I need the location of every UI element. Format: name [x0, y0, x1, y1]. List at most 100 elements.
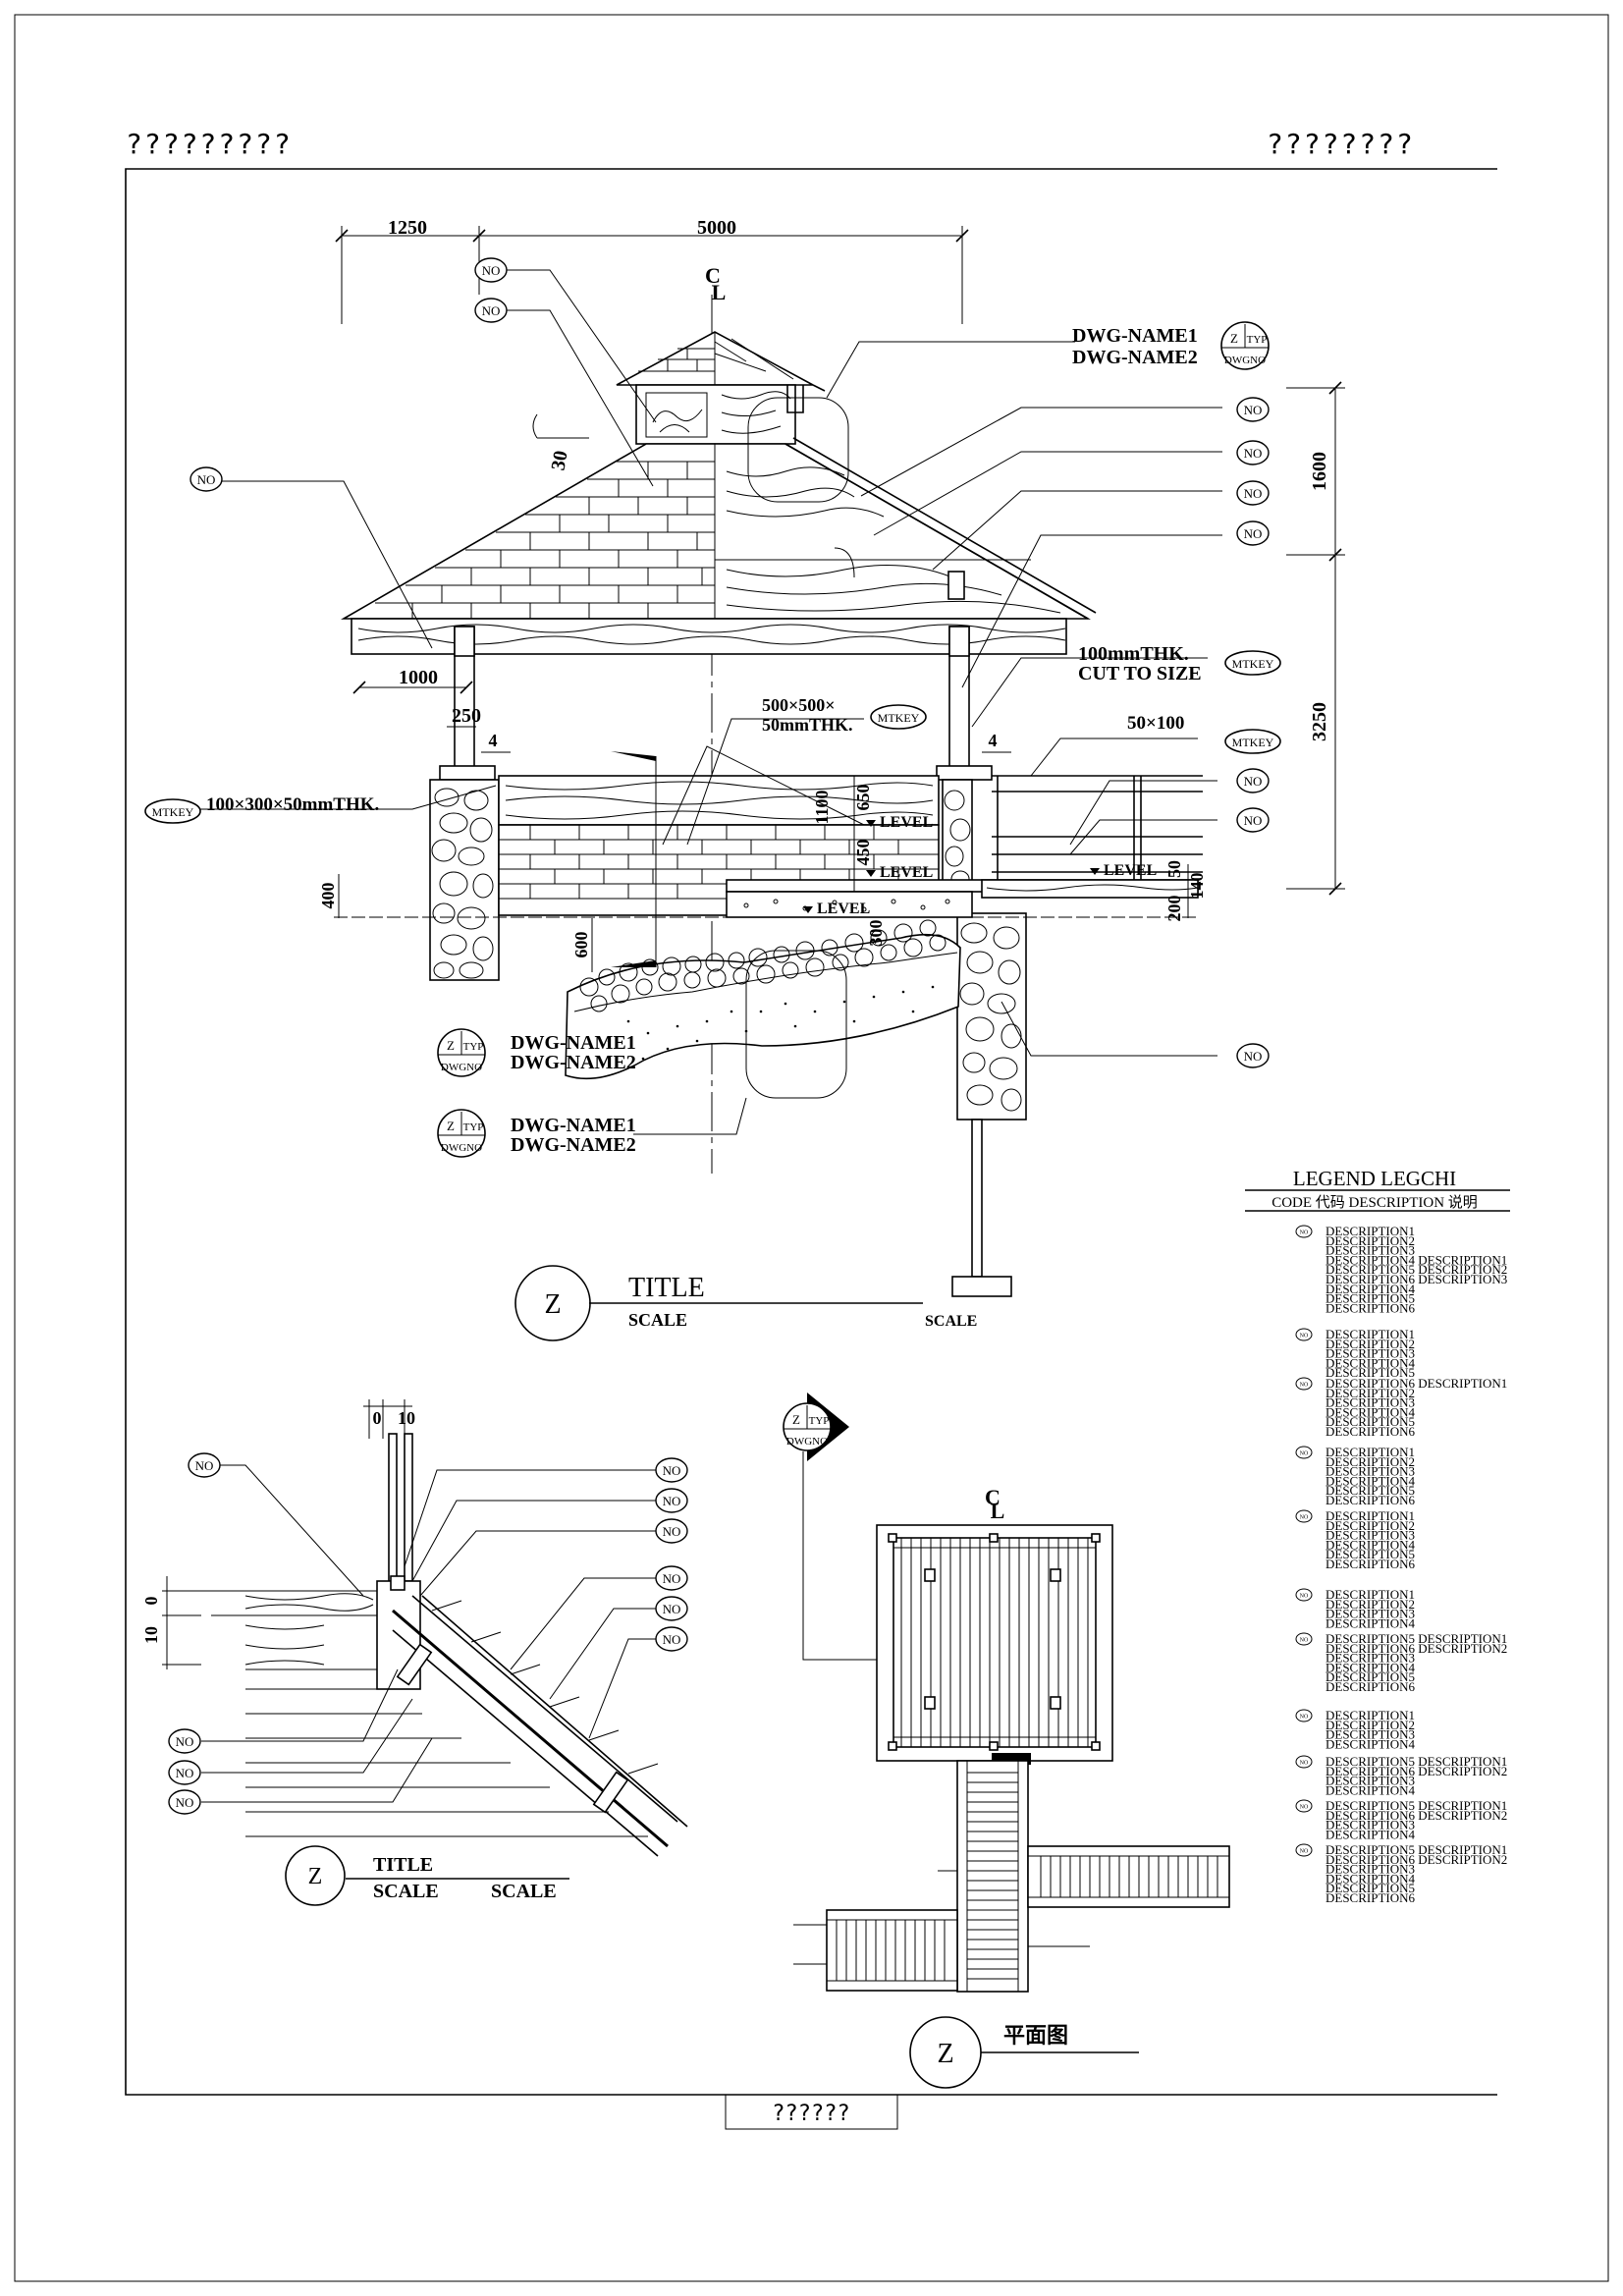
plan-title-z: Z	[937, 2039, 953, 2069]
svg-text:NO: NO	[663, 1632, 681, 1647]
svg-text:NO: NO	[1300, 1451, 1309, 1457]
svg-text:NO: NO	[1300, 1515, 1309, 1521]
dim-450: 450	[853, 840, 873, 866]
legend-description: DESCRIPTION1	[1325, 1327, 1415, 1341]
note-cut-to-size: CUT TO SIZE	[1078, 663, 1202, 684]
legend-code-tag: NO	[1295, 1377, 1313, 1391]
dwg-name1-low: DWG-NAME1	[511, 1115, 636, 1136]
legend-description: DESCRIPTION6 DESCRIPTION2	[1325, 1641, 1507, 1656]
legend-description: DESCRIPTION3	[1325, 1464, 1415, 1479]
legend-description: DESCRIPTION1	[1325, 1508, 1415, 1523]
svg-text:Z: Z	[447, 1038, 455, 1053]
legend-header: CODE 代码 DESCRIPTION 说明	[1271, 1194, 1478, 1211]
svg-text:NO: NO	[663, 1463, 681, 1478]
legend-code-tag: NO	[1295, 1225, 1313, 1238]
plan-centerline-l: L	[991, 1499, 1005, 1523]
legend-description: DESCRIPTION5	[1325, 1547, 1415, 1561]
svg-text:NO: NO	[1300, 1849, 1309, 1855]
dim-4-right: 4	[989, 731, 998, 750]
svg-text:NO: NO	[663, 1524, 681, 1539]
dim-1000: 1000	[399, 667, 438, 688]
svg-text:NO: NO	[1244, 774, 1263, 789]
tag-no-7: NO	[1236, 520, 1270, 546]
svg-text:TYP: TYP	[463, 1121, 484, 1133]
dim-650: 650	[853, 785, 873, 811]
legend-description: DESCRIPTION2	[1325, 1233, 1415, 1248]
legend-description: DESCRIPTION4	[1325, 1827, 1416, 1841]
tag-mtkey-4: MTKEY	[144, 798, 201, 824]
detail-tag-1: NO	[188, 1452, 221, 1478]
svg-text:NO: NO	[1300, 1805, 1309, 1811]
legend-description: DESCRIPTION4 DESCRIPTION1	[1325, 1252, 1507, 1267]
svg-text:NO: NO	[195, 1458, 214, 1473]
legend-description: DESCRIPTION3	[1325, 1818, 1415, 1832]
legend-title: LEGEND LEGCHI	[1293, 1167, 1456, 1190]
svg-text:NO: NO	[176, 1766, 194, 1780]
callout-bubble-mid: Z TYP DWGNO	[437, 1028, 486, 1077]
legend-description: DESCRIPTION3	[1325, 1727, 1415, 1742]
dim-200: 200	[1164, 896, 1184, 922]
svg-text:DWGNO: DWGNO	[441, 1142, 482, 1154]
legend-description: DESCRIPTION3	[1325, 1346, 1415, 1361]
svg-text:Z: Z	[1230, 331, 1238, 346]
legend-description: DESCRIPTION2	[1325, 1454, 1415, 1469]
dim-140: 140	[1187, 873, 1207, 900]
plan-title: 平面图	[1003, 2023, 1068, 2048]
legend-description: DESCRIPTION6	[1325, 1557, 1416, 1571]
elevation-scale-2: SCALE	[925, 1313, 977, 1330]
legend-description: DESCRIPTION4	[1325, 1355, 1416, 1370]
svg-text:MTKEY: MTKEY	[1232, 736, 1274, 749]
legend-description: DESCRIPTION6	[1325, 1424, 1416, 1439]
svg-text:Z: Z	[447, 1119, 455, 1133]
dim-300: 300	[866, 920, 886, 947]
detail-dim-10-v: 10	[141, 1626, 161, 1644]
detail-tag-2: NO	[655, 1457, 688, 1483]
dim-4-left: 4	[489, 731, 498, 750]
legend-description: DESCRIPTION3	[1325, 1774, 1415, 1788]
legend-description: DESCRIPTION5	[1325, 1414, 1415, 1429]
footer-stamp: ??????	[772, 2102, 849, 2126]
legend-description: DESCRIPTION5	[1325, 1483, 1415, 1498]
legend-description: DESCRIPTION6 DESCRIPTION3	[1325, 1272, 1507, 1286]
dim-30-deg: 30	[548, 449, 572, 472]
legend-description: DESCRIPTION5 DESCRIPTION1	[1325, 1631, 1507, 1646]
legend: LEGEND LEGCHI CODE 代码 DESCRIPTION 说明 NO D…	[1245, 1167, 1510, 1905]
inner-border	[125, 168, 1497, 2096]
legend-description: DESCRIPTION1	[1325, 1445, 1415, 1459]
legend-code-tag: NO	[1295, 1588, 1313, 1602]
svg-text:MTKEY: MTKEY	[152, 805, 194, 819]
dwg-name2-low: DWG-NAME2	[511, 1134, 636, 1156]
svg-text:NO: NO	[663, 1571, 681, 1586]
legend-description: DESCRIPTION3	[1325, 1651, 1415, 1666]
detail-tag-10: NO	[168, 1789, 201, 1815]
dwg-name1-top: DWG-NAME1	[1072, 325, 1198, 347]
svg-text:NO: NO	[663, 1602, 681, 1616]
legend-description: DESCRIPTION2	[1325, 1337, 1415, 1351]
tag-no-1: NO	[474, 257, 508, 283]
svg-text:DWGNO: DWGNO	[441, 1062, 482, 1073]
legend-description: DESCRIPTION4	[1325, 1537, 1416, 1552]
svg-text:NO: NO	[1300, 1230, 1309, 1236]
plan-centerline-c: C	[985, 1485, 1001, 1509]
level-2: LEVEL	[880, 864, 933, 881]
tag-mtkey-3: MTKEY	[1224, 729, 1281, 754]
legend-description: DESCRIPTION4	[1325, 1871, 1416, 1886]
detail-dim-0: 0	[373, 1408, 382, 1428]
note-beam: 50×100	[1127, 713, 1184, 734]
legend-description: DESCRIPTION3	[1325, 1395, 1415, 1410]
legend-code-tag: NO	[1295, 1843, 1313, 1857]
svg-text:NO: NO	[1300, 1761, 1309, 1767]
callout-bubble-top: Z TYP DWGNO	[1220, 321, 1270, 370]
svg-text:NO: NO	[197, 472, 216, 487]
svg-text:DWGNO: DWGNO	[786, 1436, 828, 1448]
dim-1600: 1600	[1309, 452, 1330, 491]
plan-callout: Z TYP DWGNO	[783, 1393, 849, 1461]
legend-description: DESCRIPTION3	[1325, 1607, 1415, 1621]
legend-description: DESCRIPTION3	[1325, 1528, 1415, 1543]
svg-text:NO: NO	[1300, 1594, 1309, 1600]
note-paver-size: 500×500×	[762, 695, 836, 715]
legend-description: DESCRIPTION6	[1325, 1493, 1416, 1507]
detail-tag-7: NO	[655, 1626, 688, 1652]
header-left-title: ?????????	[126, 128, 293, 160]
